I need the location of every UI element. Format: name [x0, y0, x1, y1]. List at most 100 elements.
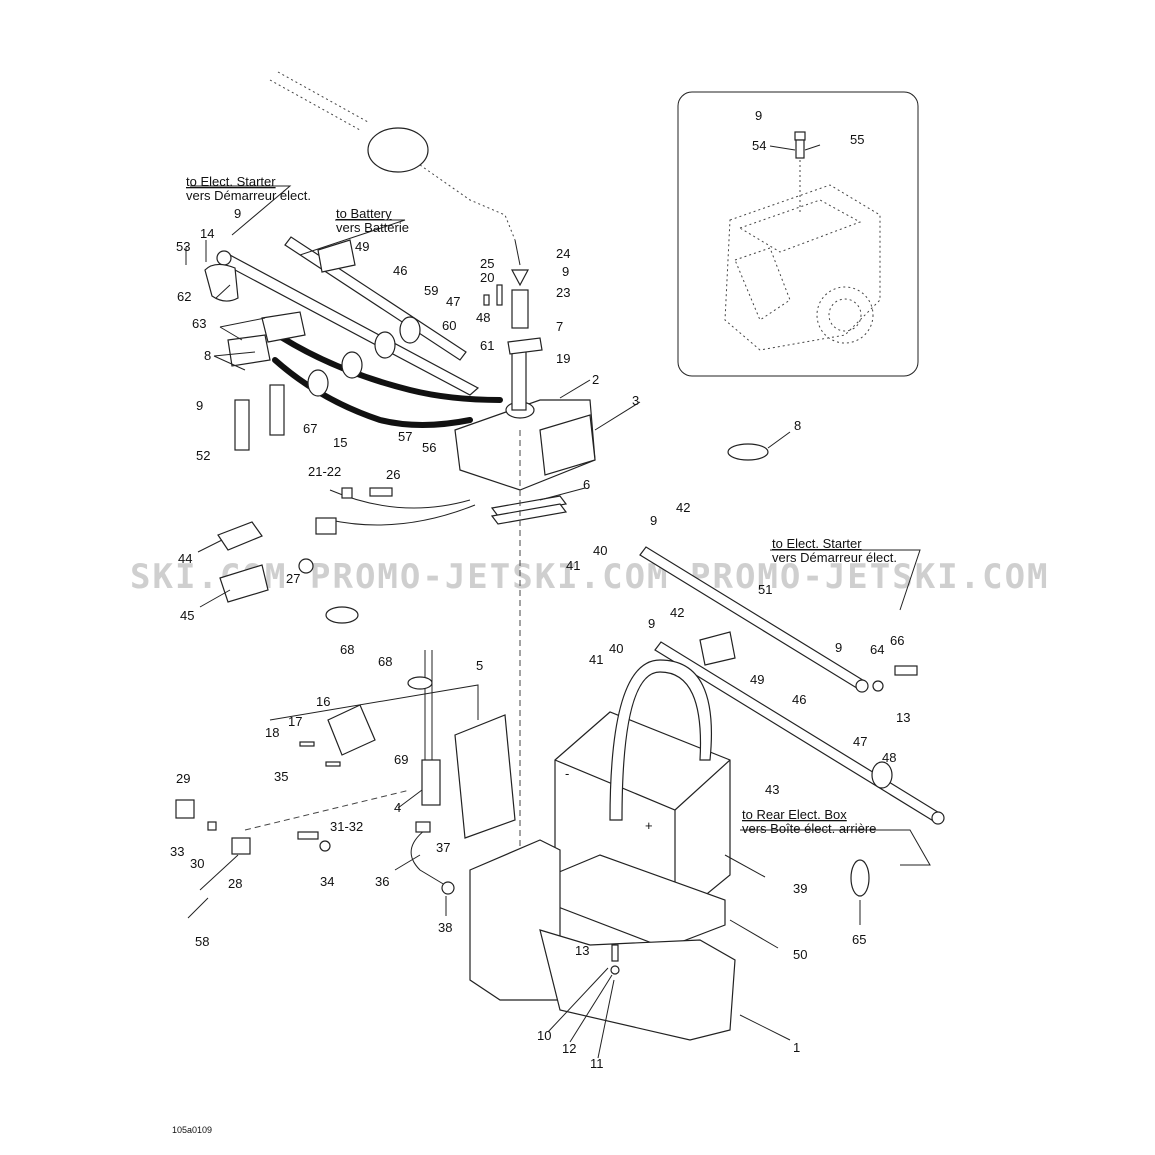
callout: 6: [583, 477, 590, 492]
callout: 38: [438, 920, 452, 935]
svg-text:vers Batterie: vers Batterie: [336, 220, 409, 235]
engine-inset-frame: [677, 91, 919, 377]
callout: 68: [340, 642, 354, 657]
callout: 26: [386, 467, 400, 482]
wires-21-22-26: [298, 487, 476, 574]
watermark-center: PROMO-JETSKI.COM: [310, 557, 670, 597]
callout: 19: [556, 351, 570, 366]
callout: 21-22: [308, 464, 341, 479]
callout: 35: [274, 769, 288, 784]
mpem-module-5: [454, 714, 516, 839]
callout: 9: [234, 206, 241, 221]
callout: 9: [835, 640, 842, 655]
connectors-28-33: [175, 789, 411, 855]
svg-text:vers Boîte élect. arrière: vers Boîte élect. arrière: [742, 821, 876, 836]
callout: 17: [288, 714, 302, 729]
temperature-sensor-54: [794, 131, 806, 159]
callout: 64: [870, 642, 884, 657]
ignition-cable-56: [272, 357, 473, 428]
callout: 3: [632, 393, 639, 408]
callout: 18: [265, 725, 279, 740]
note-battery: to Battery vers Batterie: [336, 206, 409, 235]
callout: 9: [648, 616, 655, 631]
svg-text:vers Démarreur élect.: vers Démarreur élect.: [186, 188, 311, 203]
spark-plugs-52: [234, 384, 285, 451]
callout: 44: [178, 551, 192, 566]
callout: 47: [853, 734, 867, 749]
callout: 50: [793, 947, 807, 962]
ground-wire-36: [410, 821, 455, 895]
callout: 69: [394, 752, 408, 767]
callout: 9: [755, 108, 762, 123]
callout: 4: [394, 800, 401, 815]
callout: 68: [378, 654, 392, 669]
callout: 42: [670, 605, 684, 620]
callout: 56: [422, 440, 436, 455]
callout: 5: [476, 658, 483, 673]
connector-23: [511, 289, 529, 329]
callout: 40: [609, 641, 623, 656]
callout: 48: [882, 750, 896, 765]
callout: 16: [316, 694, 330, 709]
callout: 9: [196, 398, 203, 413]
svg-text:to Battery: to Battery: [336, 206, 392, 221]
callout: 47: [446, 294, 460, 309]
washer-64: [872, 680, 884, 692]
callout: 9: [562, 264, 569, 279]
callout: 66: [890, 633, 904, 648]
callout: 8: [204, 348, 211, 363]
tie-58: [187, 897, 209, 919]
callout: 15: [333, 435, 347, 450]
callout: 1: [793, 1040, 800, 1055]
callout: 31-32: [330, 819, 363, 834]
callout: 55: [850, 132, 864, 147]
svg-text:to Elect. Starter: to Elect. Starter: [772, 536, 862, 551]
callout: 53: [176, 239, 190, 254]
svg-text:to Rear Elect. Box: to Rear Elect. Box: [742, 807, 847, 822]
callout: 8: [794, 418, 801, 433]
callout: 2: [592, 372, 599, 387]
callout: 49: [355, 239, 369, 254]
note-starter-right: to Elect. Starter vers Démarreur élect.: [772, 536, 897, 565]
tie-68-b: [407, 676, 433, 690]
tube-19: [511, 344, 527, 411]
note-rear-box: to Rear Elect. Box vers Boîte élect. arr…: [742, 807, 876, 836]
tie-68: [325, 606, 359, 624]
fuse-holder-44: [217, 521, 263, 551]
nuts-67: [307, 316, 421, 397]
callout: 37: [436, 840, 450, 855]
callout: 24: [556, 246, 570, 261]
callout: 46: [393, 263, 407, 278]
callout: 40: [593, 543, 607, 558]
callout: 34: [320, 874, 334, 889]
boot-62: [204, 263, 239, 302]
callout: 52: [196, 448, 210, 463]
wire-24: [511, 269, 529, 287]
screw-13-10-11-12: [610, 944, 620, 975]
callout: 28: [228, 876, 242, 891]
callout: 13: [896, 710, 910, 725]
callout: 29: [176, 771, 190, 786]
callout: 48: [476, 310, 490, 325]
svg-text:to Elect. Starter: to Elect. Starter: [186, 174, 276, 189]
relay-16: [327, 704, 376, 756]
callout: 67: [303, 421, 317, 436]
watermark-right: PROMO-JETSKI.COM: [690, 557, 1050, 597]
tie-8-right: [727, 443, 769, 461]
callout: 36: [375, 874, 389, 889]
callout: 33: [170, 844, 184, 859]
svg-text:-: -: [565, 766, 569, 781]
callout: 39: [793, 881, 807, 896]
callout: 27: [286, 571, 300, 586]
callout: 51: [758, 582, 772, 597]
callout: 42: [676, 500, 690, 515]
callout: 49: [750, 672, 764, 687]
callout: 61: [480, 338, 494, 353]
boots-63: [227, 311, 306, 367]
callout: 9: [650, 513, 657, 528]
callout: 54: [752, 138, 766, 153]
callout-labels: 9 54 55 9 14 53 49 46 62 59 47 48 60 61 …: [170, 108, 910, 1071]
engine-illustration: [724, 160, 881, 351]
bolt-66: [894, 665, 918, 676]
